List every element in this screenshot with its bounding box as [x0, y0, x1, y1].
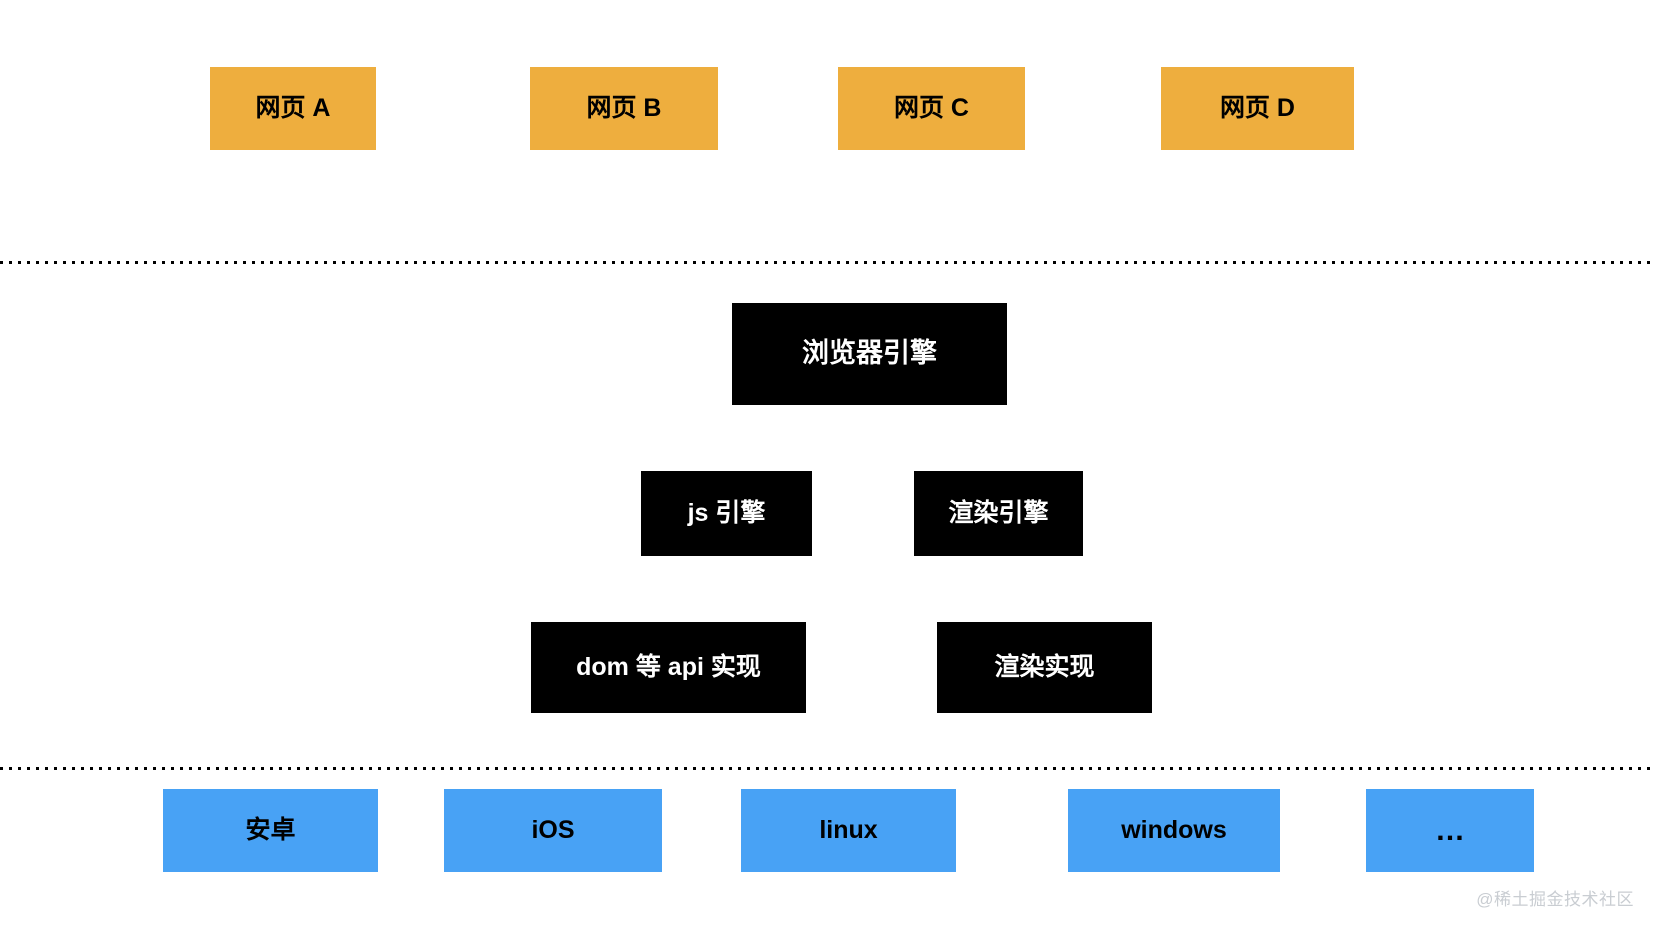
- browser-engine-node: 浏览器引擎: [732, 303, 1007, 405]
- dom-api-impl-label: dom 等 api 实现: [576, 652, 761, 681]
- render-impl-label: 渲染实现: [994, 652, 1095, 681]
- divider-engine-os: [0, 767, 1656, 770]
- os-label-linux: linux: [819, 815, 878, 844]
- web-page-label-a: 网页 A: [255, 93, 331, 122]
- os-node-android: 安卓: [163, 789, 378, 872]
- js-engine-label: js 引擎: [687, 498, 766, 527]
- web-page-label-c: 网页 C: [893, 93, 969, 122]
- web-page-node-b: 网页 B: [530, 67, 718, 150]
- browser-engine-label: 浏览器引擎: [802, 338, 937, 369]
- os-node-linux: linux: [741, 789, 956, 872]
- os-label-windows: windows: [1121, 815, 1227, 844]
- os-node-windows: windows: [1068, 789, 1280, 872]
- os-label-android: 安卓: [245, 815, 296, 844]
- dom-api-impl-node: dom 等 api 实现: [531, 622, 806, 713]
- divider-pages-engine: [0, 261, 1656, 264]
- render-impl-node: 渲染实现: [937, 622, 1152, 713]
- web-page-node-d: 网页 D: [1161, 67, 1354, 150]
- watermark: @稀土掘金技术社区: [1476, 890, 1634, 909]
- js-engine-node: js 引擎: [641, 471, 812, 556]
- os-label-more: …: [1435, 814, 1465, 847]
- os-label-ios: iOS: [531, 815, 575, 844]
- os-node-more: …: [1366, 789, 1534, 872]
- render-engine-node: 渲染引擎: [914, 471, 1083, 556]
- web-page-node-a: 网页 A: [210, 67, 376, 150]
- render-engine-label: 渲染引擎: [948, 498, 1049, 527]
- os-node-ios: iOS: [444, 789, 662, 872]
- web-page-node-c: 网页 C: [838, 67, 1025, 150]
- web-page-label-b: 网页 B: [586, 93, 662, 122]
- web-page-label-d: 网页 D: [1219, 93, 1295, 122]
